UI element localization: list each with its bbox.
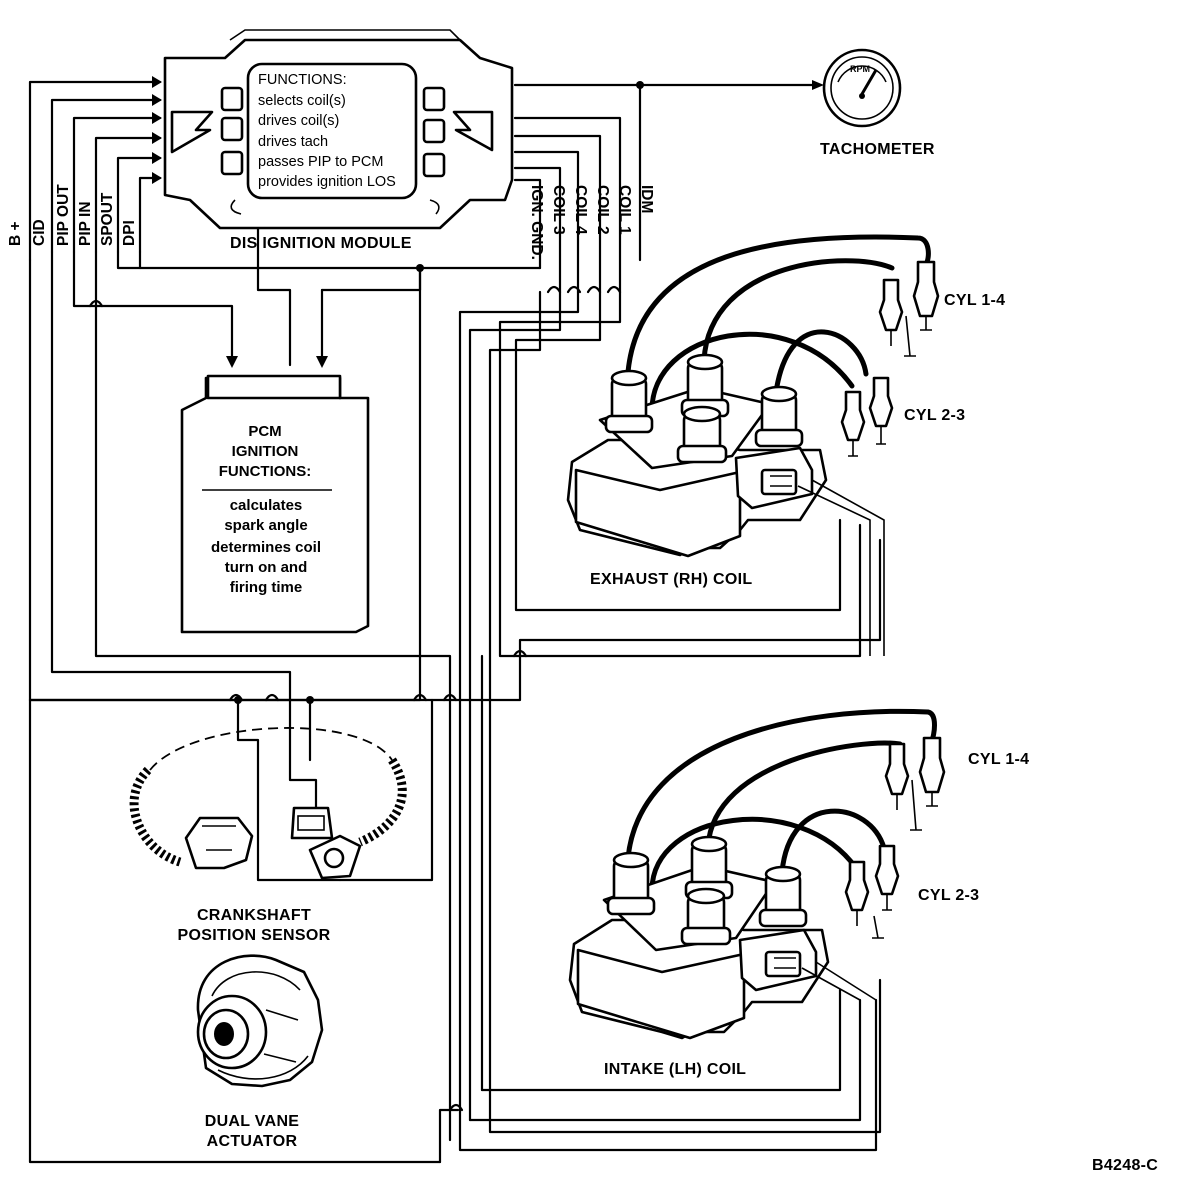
exhaust-cyl-1-4-label: CYL 1-4 [944,292,1005,309]
pcm-item-3: determines coil [211,539,321,556]
dual-vane-actuator [196,954,324,1088]
pcm-item-2: spark angle [224,517,307,534]
pcm-box: PCM IGNITION FUNCTIONS: calculates spark… [180,374,370,634]
pcm-header-1: PCM [248,423,281,440]
crankshaft-position-sensor [129,727,407,880]
tachometer-label: TACHOMETER [820,141,935,158]
tachometer-gauge: RPM [822,48,902,128]
pcm-item-4: turn on and [225,559,308,576]
actuator-label-line1: DUAL VANE [205,1113,300,1130]
figure-code: B4248-C [1092,1157,1158,1174]
actuator-label-line2: ACTUATOR [207,1133,298,1150]
pin-label-pip-out: PIP OUT [55,184,72,246]
pin-label-spout: SPOUT [99,192,116,246]
intake-coil-pack: INTAKE (LH) COIL CYL 1-4 CYL 2-3 [568,708,1029,1078]
sensor-label-line1: CRANKSHAFT [197,907,311,924]
pcm-item-5: firing time [230,579,303,596]
wiring-harness [28,76,882,1164]
exhaust-cyl-2-3-label: CYL 2-3 [904,407,965,424]
pin-label-idm: IDM [638,185,655,213]
pin-label-coil-1: COIL 1 [616,185,633,235]
pcm-header-3: FUNCTIONS: [219,463,312,480]
exhaust-coil-label: EXHAUST (RH) COIL [590,571,752,588]
dis-ignition-module: FUNCTIONS: selects coil(s) drives coil(s… [163,29,514,230]
pin-label-b-plus: B + [7,221,24,246]
intake-cyl-2-3-label: CYL 2-3 [918,887,979,904]
intake-coil-label: INTAKE (LH) COIL [604,1061,746,1078]
module-function-5: provides ignition LOS [258,174,396,190]
module-function-2: drives coil(s) [258,113,339,129]
pin-label-coil-3: COIL 3 [550,185,567,235]
pin-label-coil-2: COIL 2 [594,185,611,235]
right-pin-labels: IGN. GND. COIL 3 COIL 4 COIL 2 COIL 1 ID… [528,185,655,260]
pin-label-dpi: DPI [121,220,138,246]
module-function-4: passes PIP to PCM [258,154,383,170]
module-function-3: drives tach [258,134,328,150]
tach-dial-label: RPM [850,64,870,74]
exhaust-coil-pack: EXHAUST (RH) COIL CYL 1-4 CYL 2-3 [566,234,1005,656]
module-function-1: selects coil(s) [258,93,346,109]
intake-cyl-1-4-label: CYL 1-4 [968,751,1029,768]
pin-label-ign-gnd: IGN. GND. [528,185,545,260]
intake-spark-plugs [844,736,946,939]
pcm-item-1: calculates [230,497,303,514]
module-title: DIS IGNITION MODULE [230,235,412,252]
pin-label-coil-4: COIL 4 [572,185,589,235]
module-function-heading: FUNCTIONS: [258,72,347,88]
sensor-label-line2: POSITION SENSOR [178,927,331,944]
pin-label-cid: CID [31,219,48,246]
exhaust-spark-plugs [840,260,940,457]
left-pin-labels: B + CID PIP OUT PIP IN SPOUT DPI [7,184,138,246]
pcm-header-2: IGNITION [232,443,299,460]
pin-label-pip-in: PIP IN [77,201,94,246]
